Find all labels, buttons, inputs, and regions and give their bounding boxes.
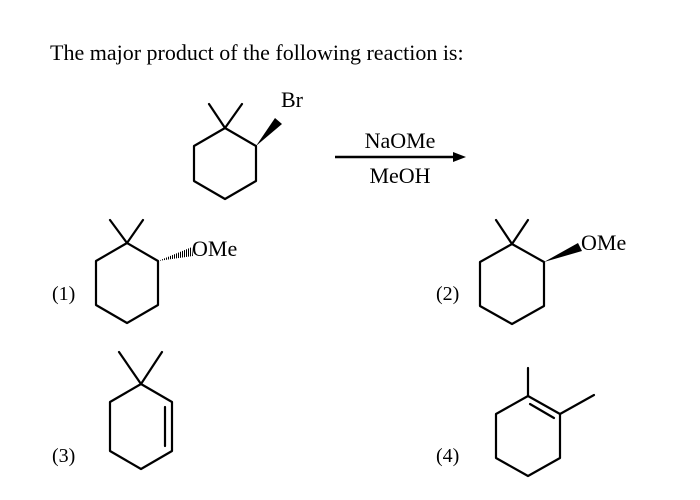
option-4-double-bond: [528, 402, 556, 420]
option-number: (1): [52, 283, 75, 305]
option-1: (1) OMe: [52, 218, 237, 325]
reactant-methyl-bond: [223, 102, 244, 130]
option-3-methyl-bond: [139, 350, 164, 386]
question-text: The major product of the following react…: [50, 40, 464, 65]
reaction-arrow-group: NaOMe MeOH: [335, 128, 466, 188]
option-number: (4): [436, 445, 459, 467]
reactant-structure: Br: [192, 87, 304, 201]
reactant-wedge-bond: [256, 118, 282, 146]
option-1-ring: [94, 241, 160, 325]
option-4-ring: [494, 394, 562, 478]
option-number: (3): [52, 445, 75, 467]
option-2: (2) OMe: [436, 218, 626, 326]
option-1-hashed-bond: [158, 247, 193, 261]
reactant-bromine-label: Br: [281, 87, 304, 112]
reactant-cyclohexane-ring: [192, 126, 258, 201]
reactant-methyl-bond: [207, 102, 227, 130]
option-3-methyl-bond: [117, 350, 143, 386]
option-4: (4): [436, 366, 596, 478]
option-4-methyl-bond: [558, 393, 596, 416]
arrow-head-icon: [453, 152, 466, 162]
option-2-wedge-bond: [544, 243, 582, 262]
option-3: (3): [52, 350, 174, 471]
option-2-ring: [478, 242, 546, 326]
option-2-methoxy-label: OMe: [581, 230, 626, 255]
option-number: (2): [436, 283, 459, 305]
option-2-methyl-bond: [494, 218, 514, 246]
option-1-methoxy-label: OMe: [192, 236, 237, 261]
option-1-methyl-bond: [108, 218, 129, 245]
option-1-methyl-bond: [125, 218, 145, 245]
option-3-ring: [108, 382, 174, 471]
solvent-label: MeOH: [369, 163, 430, 188]
option-2-methyl-bond: [510, 218, 530, 246]
reagent-label: NaOMe: [365, 128, 436, 153]
